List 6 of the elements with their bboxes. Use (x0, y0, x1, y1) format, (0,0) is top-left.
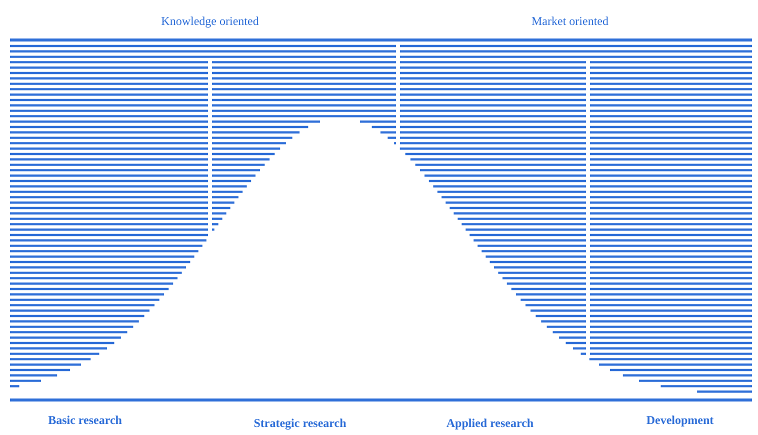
orientation-label: Knowledge oriented (161, 14, 259, 29)
stage-label: Applied research (446, 416, 534, 431)
stage-label: Basic research (48, 413, 122, 428)
orientation-label: Market oriented (532, 14, 608, 29)
stage-label: Development (646, 413, 714, 428)
stage-label: Strategic research (254, 416, 346, 431)
